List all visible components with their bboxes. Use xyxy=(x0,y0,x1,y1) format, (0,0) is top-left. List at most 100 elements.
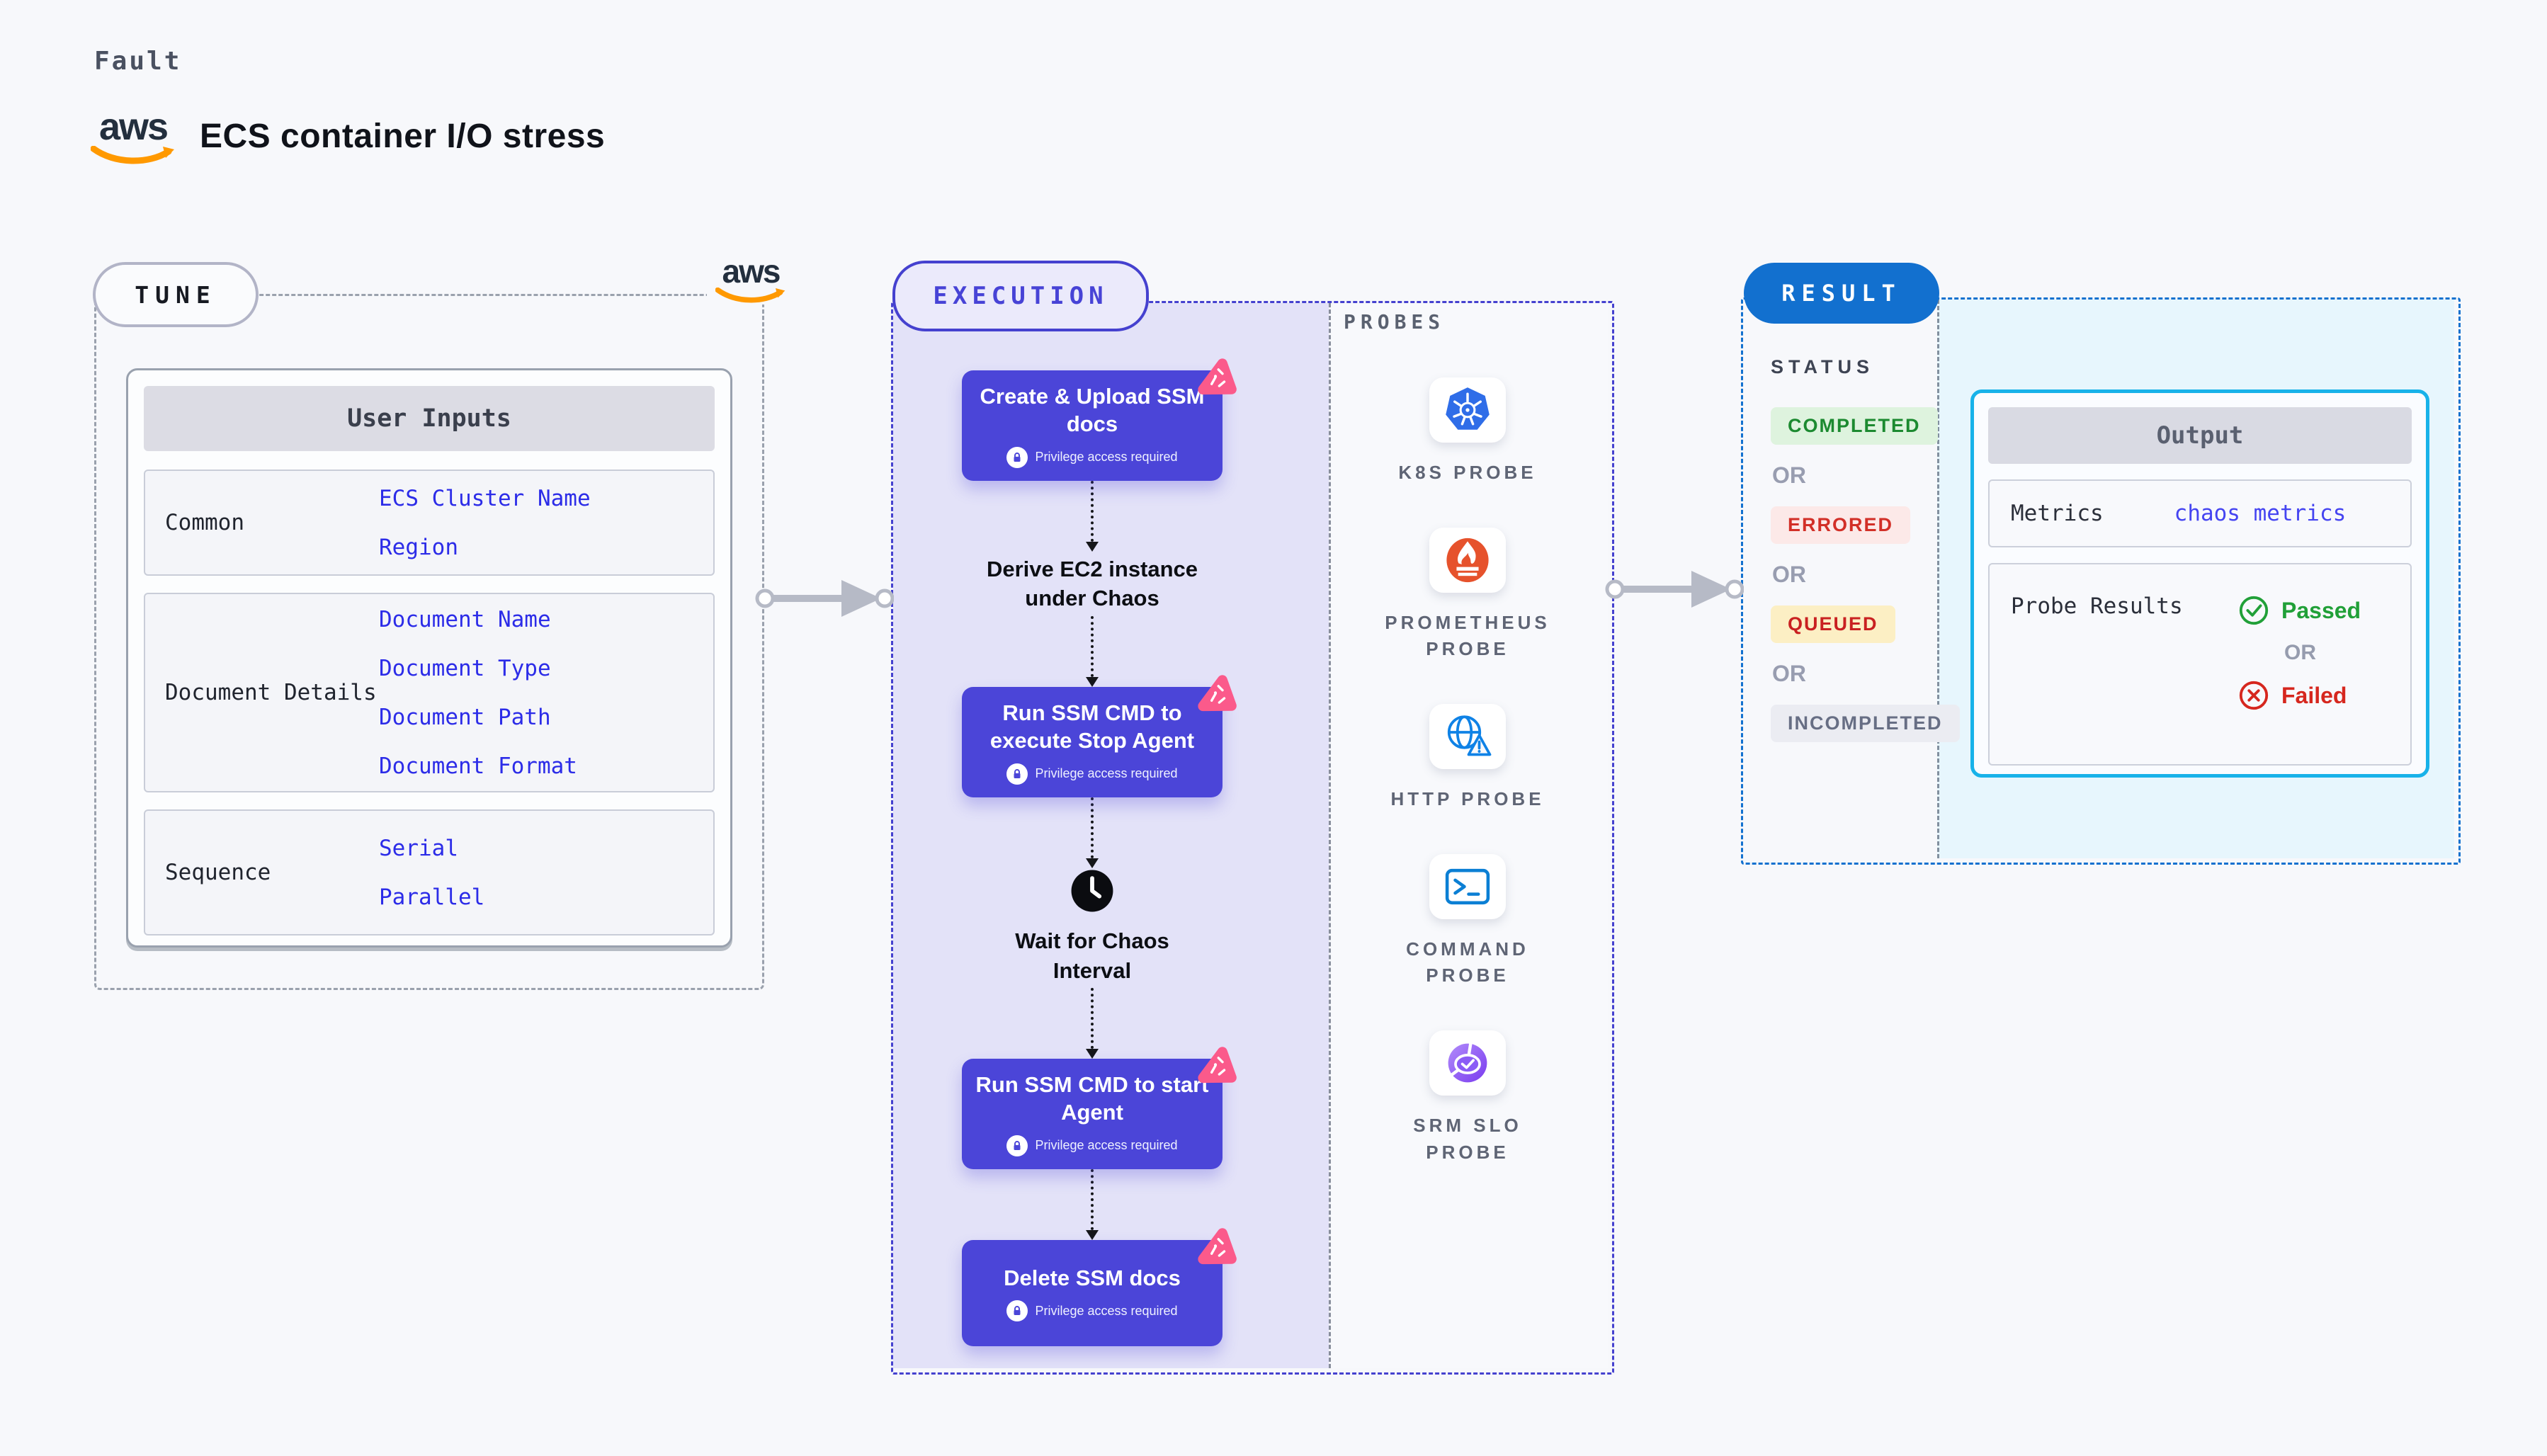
step-title: Run SSM CMD to execute Stop Agent xyxy=(989,700,1195,753)
probe-icon-card xyxy=(1429,527,1506,593)
probe-icon-card xyxy=(1429,853,1506,919)
privilege-note-text: Privilege access required xyxy=(1035,1303,1178,1318)
execution-to-result-arrow xyxy=(1605,571,1744,608)
result-badge: RESULT xyxy=(1744,263,1939,324)
input-link[interactable]: Serial xyxy=(379,835,458,861)
probe-icon-card xyxy=(1429,377,1506,443)
probe-icon-card xyxy=(1429,1030,1506,1096)
probe-item: SRM SLO PROBE xyxy=(1375,1030,1560,1166)
privilege-note: Privilege access required xyxy=(1006,1134,1178,1156)
passed-label: Passed xyxy=(2281,597,2361,623)
probe-item: K8S PROBE xyxy=(1375,377,1560,487)
input-link[interactable]: ECS Cluster Name xyxy=(379,485,591,511)
tune-badge: TUNE xyxy=(93,262,259,327)
status-header: STATUS xyxy=(1771,356,1874,377)
metrics-row: Metrics chaos metrics xyxy=(1988,479,2412,547)
user-inputs-header: User Inputs xyxy=(144,386,715,451)
probes-panel xyxy=(1329,303,1608,1368)
input-link[interactable]: Document Name xyxy=(379,606,551,632)
probe-passed: Passed xyxy=(2237,594,2361,627)
output-header: Output xyxy=(1988,407,2412,464)
status-badge: ERRORED xyxy=(1771,506,1911,544)
probe-item: COMMAND PROBE xyxy=(1375,853,1560,989)
probes-header: PROBES xyxy=(1344,310,1446,334)
chaos-experiment-icon xyxy=(1198,675,1237,712)
probe-results-values: Passed OR Failed xyxy=(2237,594,2361,712)
flow-arrow-down xyxy=(1086,1168,1099,1240)
status-or-label: OR xyxy=(1772,462,1806,488)
status-or-label: OR xyxy=(1772,562,1806,587)
input-group-label: Document Details xyxy=(165,679,377,705)
probe-or-label: OR xyxy=(2284,641,2316,664)
input-group-label: Common xyxy=(165,509,244,535)
clock-icon xyxy=(1071,870,1113,912)
probe-label: COMMAND PROBE xyxy=(1406,938,1529,986)
status-badge: QUEUED xyxy=(1771,605,1895,643)
input-link[interactable]: Document Format xyxy=(379,753,577,779)
privilege-note-text: Privilege access required xyxy=(1035,450,1178,464)
metrics-label: Metrics xyxy=(2011,500,2104,526)
aws-logo-word: aws xyxy=(722,253,781,290)
failed-label: Failed xyxy=(2281,682,2347,708)
privilege-note: Privilege access required xyxy=(1006,1300,1178,1322)
chaos-experiment-icon xyxy=(1198,1047,1237,1084)
lock-icon xyxy=(1014,1140,1021,1150)
flow-arrow-down xyxy=(1086,480,1099,552)
aws-smile-icon xyxy=(91,146,174,164)
lock-icon-circle xyxy=(1006,1300,1028,1322)
chaos-metrics-link[interactable]: chaos metrics xyxy=(2174,501,2347,526)
probe-label: HTTP PROBE xyxy=(1390,788,1545,810)
terminal-icon xyxy=(1445,868,1490,904)
page-title: ECS container I/O stress xyxy=(200,117,606,155)
probe-icon-card xyxy=(1429,704,1506,770)
execution-section xyxy=(891,301,1614,1375)
lock-icon xyxy=(1014,1306,1021,1316)
execution-background xyxy=(893,303,1329,1368)
result-section xyxy=(1741,297,2461,865)
privilege-note: Privilege access required xyxy=(1006,763,1178,785)
step-title: Run SSM CMD to start Agent xyxy=(975,1072,1209,1125)
probe-failed: Failed xyxy=(2237,679,2361,712)
probe-results-label: Probe Results xyxy=(2011,593,2183,619)
wait-step-title: Wait for Chaos Interval xyxy=(1015,928,1169,983)
input-link[interactable]: Parallel xyxy=(379,884,485,910)
fault-kind-label: Fault xyxy=(94,47,182,76)
prometheus-icon xyxy=(1446,538,1489,582)
check-circle-icon xyxy=(2239,596,2269,625)
execution-wait-step: Wait for Chaos Interval xyxy=(986,868,1198,989)
input-link[interactable]: Document Type xyxy=(379,655,551,681)
chaos-experiment-icon xyxy=(1198,358,1237,395)
chaos-experiment-icon xyxy=(1198,1228,1237,1264)
flow-arrow-down xyxy=(1086,988,1099,1059)
input-link[interactable]: Region xyxy=(379,534,458,560)
input-link[interactable]: Document Path xyxy=(379,704,551,730)
status-or-label: OR xyxy=(1772,661,1806,686)
x-circle-icon xyxy=(2239,681,2269,710)
tune-to-execution-arrow xyxy=(755,580,894,617)
lock-icon-circle xyxy=(1006,763,1028,785)
lock-icon xyxy=(1014,768,1021,778)
privilege-note: Privilege access required xyxy=(1006,446,1178,468)
aws-logo-word: aws xyxy=(98,106,169,148)
step-title: Create & Upload SSM docs xyxy=(980,384,1205,436)
srm-slo-icon xyxy=(1448,1042,1487,1083)
step-title: Delete SSM docs xyxy=(1004,1265,1181,1290)
privilege-note-text: Privilege access required xyxy=(1035,766,1178,781)
http-globe-icon xyxy=(1447,715,1492,756)
page-header: aws ECS container I/O stress xyxy=(91,108,605,164)
aws-smile-icon xyxy=(715,288,785,303)
lock-icon-circle xyxy=(1006,1134,1028,1156)
